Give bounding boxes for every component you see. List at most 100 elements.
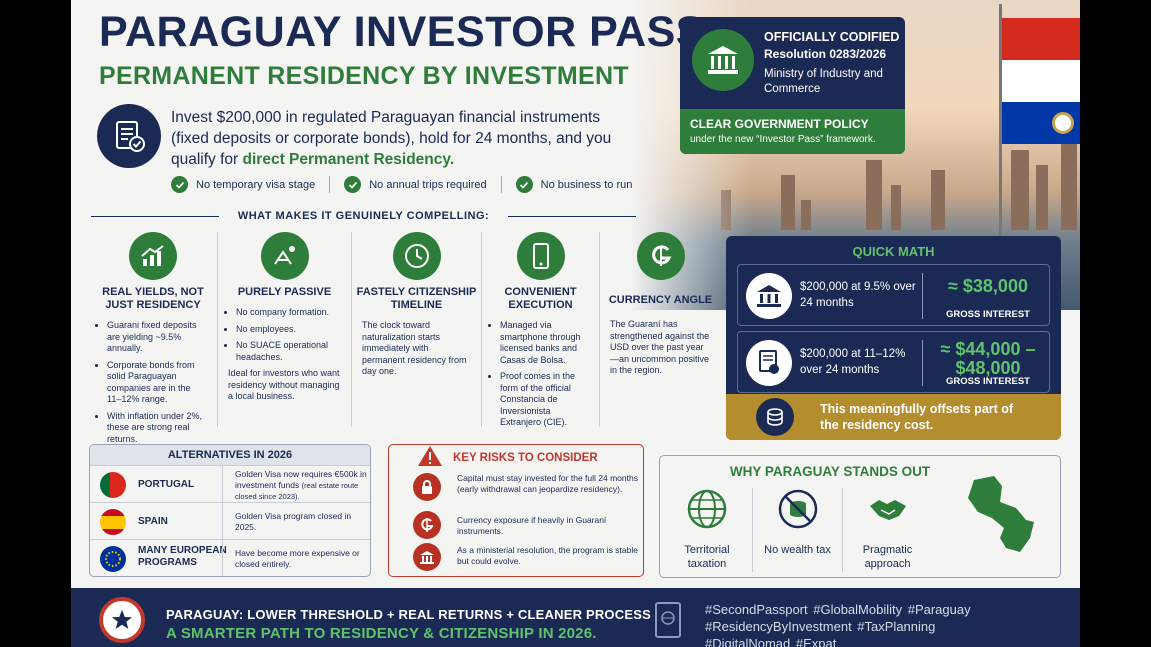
government-building-icon — [692, 29, 754, 91]
bullet: Corporate bonds from solid Paraguayan co… — [107, 360, 207, 406]
col-body: Guarani fixed deposits are yielding ~9.5… — [89, 320, 217, 445]
country-name: PORTUGAL — [138, 479, 195, 490]
page-subtitle: PERMANENT RESIDENCY BY INVESTMENT — [99, 62, 629, 90]
compelling-col-execution: CONVENIENT EXECUTION Managed via smartph… — [481, 232, 599, 427]
bullet: Proof comes in the form of the official … — [500, 371, 589, 429]
alternative-row: SPAIN Golden Visa program closed in 2025… — [90, 502, 370, 539]
why-heading: WHY PARAGUAY STANDS OUT — [729, 464, 931, 479]
check-label: No temporary visa stage — [196, 178, 316, 191]
footer-tagline: PARAGUAY: LOWER THRESHOLD + REAL RETURNS… — [166, 607, 651, 622]
check-label: No business to run — [540, 178, 633, 191]
quick-math-row: $200,000 at 9.5% over 24 months ≈ $38,00… — [737, 264, 1050, 326]
risk-text: Capital must stay invested for the full … — [457, 473, 638, 494]
check-item: No business to run — [500, 176, 633, 193]
alternatives-heading: ALTERNATIVES IN 2026 — [90, 445, 370, 465]
footer-slogan: A SMARTER PATH TO RESIDENCY & CITIZENSHI… — [166, 625, 597, 642]
quick-math-value: ≈ $44,000 – $48,000 — [940, 339, 1036, 378]
quick-math-panel: QUICK MATH $200,000 at 9.5% over 24 mont… — [726, 236, 1061, 440]
bullet: No employees. — [236, 324, 341, 336]
guarani-currency-icon — [636, 232, 685, 280]
compelling-col-passive: PURELY PASSIVE No company formation. No … — [217, 232, 351, 427]
smartphone-icon — [516, 232, 565, 280]
col-note: Ideal for investors who want residency w… — [228, 368, 340, 401]
portugal-flag-icon — [100, 472, 126, 498]
compelling-col-citizenship: FASTELY CITIZENSHIP TIMELINE The clock t… — [351, 232, 481, 427]
paraguay-map-icon — [968, 476, 1034, 552]
col-body: Managed via smartphone through licensed … — [482, 320, 599, 429]
quick-math-label: GROSS INTEREST — [946, 376, 1030, 387]
star-seal-icon — [99, 597, 145, 643]
alternative-row: MANY EUROPEAN PROGRAMS Have become more … — [90, 539, 370, 576]
why-label: Territorial taxation — [684, 544, 730, 570]
risks-heading: KEY RISKS TO CONSIDER — [453, 452, 598, 464]
compelling-col-currency: CURRENCY ANGLE The Guaraní has strengthe… — [599, 232, 721, 427]
col-body: No company formation. No employees. No S… — [218, 307, 351, 403]
guarani-currency-icon — [413, 511, 441, 539]
col-text: The Guaraní has strengthened against the… — [610, 319, 710, 375]
warning-icon — [418, 446, 442, 466]
quick-math-footer: This meaningfully offsets part of the re… — [820, 402, 1014, 432]
col-title: CURRENCY ANGLE — [608, 294, 713, 306]
bullet: No company formation. — [236, 307, 341, 319]
officially-codified-box: OFFICIALLY CODIFIED Resolution 0283/2026… — [680, 17, 905, 154]
benefit-checks: No temporary visa stage No annual trips … — [171, 176, 632, 193]
alternatives-panel: ALTERNATIVES IN 2026 PORTUGAL Golden Vis… — [89, 444, 371, 577]
paraguay-flag-icon — [1002, 18, 1080, 144]
bullet: Guarani fixed deposits are yielding ~9.5… — [107, 320, 207, 355]
col-body: The Guaraní has strengthened against the… — [600, 319, 721, 377]
quick-math-desc: $200,000 at 11–12% over 24 months — [800, 348, 906, 376]
why-label: No wealth tax — [764, 544, 831, 556]
check-icon — [171, 176, 188, 193]
country-desc-main: Golden Visa now requires €500k in invest… — [235, 469, 367, 490]
policy-title: CLEAR GOVERNMENT POLICY — [690, 117, 869, 131]
country-desc: Golden Visa now requires €500k in invest… — [235, 469, 370, 503]
compelling-heading: WHAT MAKES IT GENUINELY COMPELLING: — [91, 210, 636, 222]
check-item: No temporary visa stage — [171, 176, 315, 193]
certificate-icon — [746, 340, 792, 386]
col-title: REAL YIELDS, NOT JUST RESIDENCY — [102, 286, 204, 311]
intro-text: Invest $200,000 in regulated Paraguayan … — [171, 107, 641, 170]
globe-icon — [687, 489, 727, 529]
quick-math-label: GROSS INTEREST — [946, 309, 1030, 320]
spain-flag-icon — [100, 509, 126, 535]
risk-text: As a ministerial resolution, the program… — [457, 545, 638, 566]
handshake-icon — [869, 500, 906, 520]
coins-icon — [756, 398, 794, 436]
country-name: SPAIN — [138, 516, 168, 527]
quick-math-row: $200,000 at 11–12% over 24 months ≈ $44,… — [737, 331, 1050, 393]
resolution-number: Resolution 0283/2026 — [764, 47, 887, 61]
key-risks-panel: KEY RISKS TO CONSIDER Capital must stay … — [388, 444, 644, 577]
policy-subtitle: under the new “Investor Pass” framework. — [690, 134, 876, 145]
intro-main: Invest $200,000 in regulated Paraguayan … — [171, 109, 612, 168]
no-wealth-tax-icon — [778, 489, 817, 529]
check-icon — [515, 176, 533, 193]
why-item: No wealth tax — [752, 488, 842, 572]
alternative-row: PORTUGAL Golden Visa now requires €500k … — [90, 465, 370, 502]
col-body: The clock toward naturalization starts i… — [352, 320, 481, 378]
clock-icon — [392, 232, 441, 280]
ministry-name: Ministry of Industry and Commerce — [764, 68, 883, 95]
infographic-page: PARAGUAY INVESTOR PASS PERMANENT RESIDEN… — [71, 0, 1080, 647]
intro-highlight: direct Permanent Residency. — [242, 151, 455, 168]
country-name: MANY EUROPEAN PROGRAMS — [138, 545, 227, 568]
hashtags: #SecondPassport #GlobalMobility #Paragua… — [705, 602, 971, 647]
quick-math-value: ≈ $38,000 — [948, 276, 1028, 296]
flag-pole — [999, 4, 1002, 244]
quick-math-title: QUICK MATH — [852, 244, 935, 259]
page-title: PARAGUAY INVESTOR PASS — [99, 8, 705, 56]
government-building-icon — [413, 543, 441, 571]
bullet: Managed via smartphone through licensed … — [500, 320, 589, 366]
col-title: FASTELY CITIZENSHIP TIMELINE — [356, 286, 477, 311]
why-item: Territorial taxation — [662, 488, 752, 572]
beach-chair-icon — [260, 232, 309, 280]
col-text: The clock toward naturalization starts i… — [362, 320, 467, 376]
chart-growth-icon — [129, 232, 177, 280]
passport-icon — [655, 602, 681, 638]
risk-text: Currency exposure if heavily in Guaraní … — [457, 515, 607, 536]
why-paraguay-panel: WHY PARAGUAY STANDS OUT Territorial taxa… — [659, 455, 1061, 578]
footer-bar: PARAGUAY: LOWER THRESHOLD + REAL RETURNS… — [71, 588, 1080, 647]
compelling-col-yields: REAL YIELDS, NOT JUST RESIDENCY Guarani … — [89, 232, 217, 444]
why-label: Pragmatic approach — [862, 544, 913, 570]
quick-math-desc: $200,000 at 9.5% over 24 months — [800, 281, 916, 309]
country-desc: Have become more expensive or closed ent… — [235, 548, 360, 569]
